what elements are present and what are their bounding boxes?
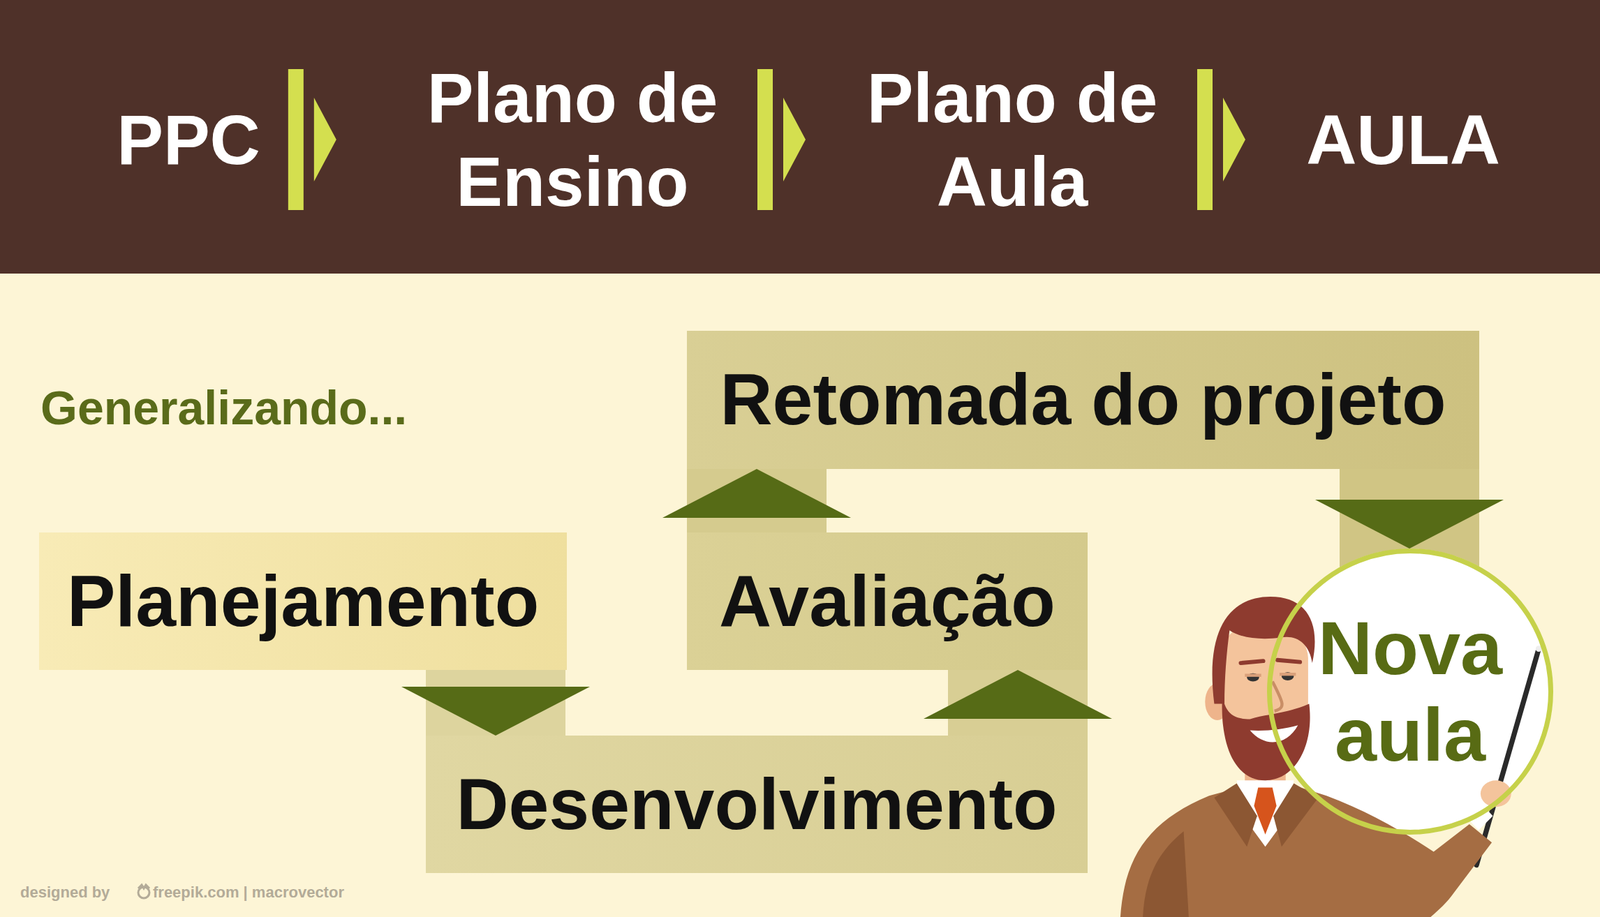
step-bar [288,69,304,211]
arrowhead [314,97,337,182]
neck [1244,749,1286,786]
suit-jacket [1120,783,1492,917]
header-band [0,0,1600,274]
process-box: Avaliação [686,532,1088,671]
ear [1204,683,1230,721]
node-text: Plano de Aula [855,55,1170,224]
process-box: Retomada do projeto [686,330,1480,470]
lapel [1213,783,1257,848]
arrowhead [1315,499,1504,549]
arrowhead [662,469,851,518]
goal-disc [1267,548,1553,835]
teacher-group [1120,548,1554,917]
nose [1272,681,1283,711]
arrowhead [783,97,806,182]
process-box: Desenvolvimento [425,735,1088,874]
arrowhead [401,686,590,736]
stage-step: PPC [116,97,261,182]
flow-arrow [757,69,806,211]
goal-ring [1267,548,1554,835]
flow-band [1339,448,1480,591]
eyebrow [1277,660,1300,663]
node-text: Plano de Ensino [415,55,730,224]
node-text: Planejamento [67,559,539,644]
freepik-icon [138,885,150,899]
watermark: designed by [20,883,110,902]
eyelid [1244,673,1261,677]
flow-arrow [1197,69,1246,211]
eye [1281,672,1295,681]
stage-step: Plano de Aula [855,55,1170,224]
eyebrow [1240,661,1263,664]
node-text: Retomada do projeto [719,358,1446,442]
step-bar [1197,69,1213,211]
section-note: Generalizando... [40,379,407,437]
goal-circle: Nova aula [1267,548,1554,835]
face [1222,623,1309,751]
arrowhead [1223,97,1246,182]
icon-ring [138,887,150,899]
node-text: Desenvolvimento [455,763,1057,847]
eye [1246,673,1260,683]
flow-arrow [288,69,337,211]
tie [1253,787,1277,835]
node-text: Avaliação [719,559,1056,644]
node-text: PPC [116,97,261,182]
eyelid [1279,672,1296,676]
beard [1222,693,1311,781]
shirt [1236,780,1295,847]
step-bar [757,69,773,211]
node-text: Nova aula [1295,605,1525,779]
stage-step: AULA [1306,97,1501,182]
jacket-shade [1142,831,1189,917]
goal-ring-outline [1269,551,1552,833]
icon-crown [138,885,150,889]
arrowhead [923,670,1113,720]
hair [1212,596,1316,704]
node-text: AULA [1306,97,1501,182]
watermark: freepik.com | macrovector [152,883,345,902]
process-box: Planejamento [39,532,567,671]
stage-step: Plano de Ensino [415,55,730,224]
